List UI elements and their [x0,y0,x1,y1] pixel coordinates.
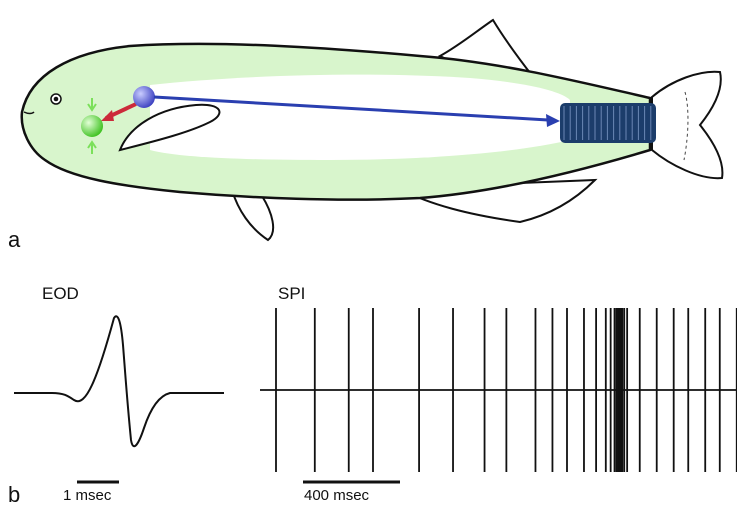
eod-trace [14,316,224,446]
target-cell [81,115,103,137]
tail-fin [652,72,722,178]
electric-organ [560,103,656,143]
eye-pupil [54,97,59,102]
fish-diagram [22,20,723,240]
eod-title: EOD [42,284,79,303]
panel-b-label: b [8,482,20,505]
eod-scalebar-label: 1 msec [63,487,112,504]
spi-title: SPI [278,284,305,303]
spi-scalebar-label: 400 msec [304,487,370,504]
panel-a-label: a [8,227,21,252]
command-neuron [133,86,155,108]
